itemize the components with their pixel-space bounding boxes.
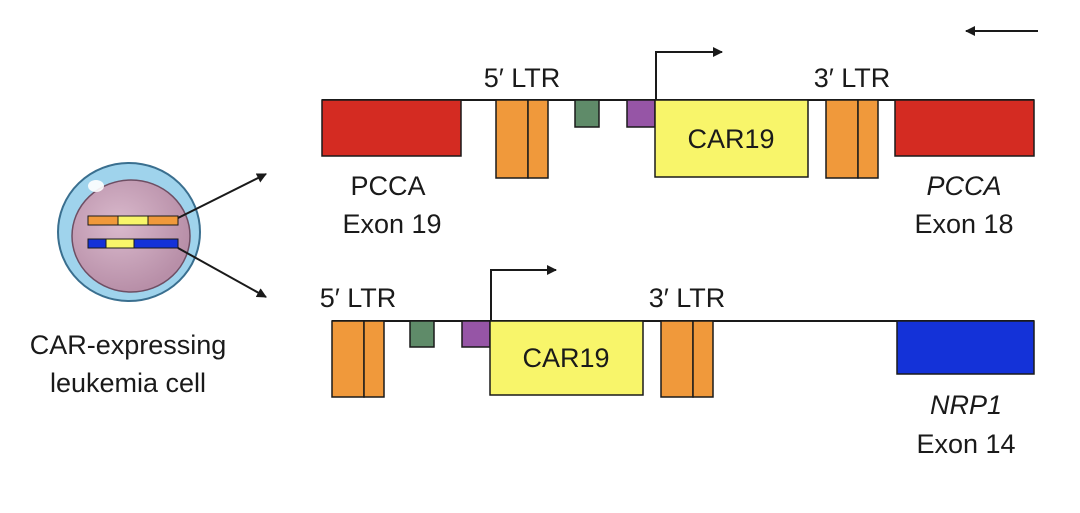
bottom-car19-box: [489, 320, 644, 396]
bottom-purple-element: [461, 320, 491, 348]
top-purple-element: [626, 99, 656, 128]
top-ltr5-box-b: [527, 99, 549, 179]
top-ltr5-box-a: [495, 99, 529, 179]
cell-label-line1: CAR-expressing: [30, 330, 227, 360]
bottom-green-element: [409, 320, 435, 348]
top-construct: CAR19 5′ LTR 3′ LTR PCCA Exon 19 PCCA Ex…: [321, 47, 1035, 239]
chromosome-nrp1-insert: [105, 238, 135, 249]
chromosome-nrp1-left: [87, 238, 107, 249]
bottom-construct: CAR19 5′ LTR 3′ LTR NRP1 Exon 14: [320, 265, 1035, 459]
right-exon-label: Exon 18: [914, 209, 1013, 239]
chromosome-pcca-right: [147, 215, 179, 226]
pcca-exon19-box: [321, 99, 462, 157]
pointer-arrow-bottom: [177, 247, 267, 298]
bottom-ltr3-label: 3′ LTR: [649, 283, 726, 313]
nrp1-exon14-box: [896, 320, 1035, 375]
bottom-ltr5-box-a: [331, 320, 365, 398]
cell-label-line2: leukemia cell: [50, 368, 206, 398]
cell-icon: [57, 162, 201, 302]
right-gene-label: PCCA: [926, 171, 1001, 201]
bottom-ltr3-box-a: [660, 320, 694, 398]
top-ltr3-box-b: [857, 99, 879, 179]
pcca-exon18-box: [894, 99, 1035, 157]
top-ltr3-box-a: [825, 99, 859, 179]
top-green-element: [574, 99, 600, 128]
nrp1-gene-label: NRP1: [930, 390, 1002, 420]
nrp1-exon-label: Exon 14: [916, 429, 1015, 459]
top-ltr3-label: 3′ LTR: [814, 63, 891, 93]
bottom-ltr5-box-b: [363, 320, 385, 398]
top-car19-label: CAR19: [687, 124, 774, 154]
bottom-car19-label: CAR19: [522, 343, 609, 373]
bottom-ltr5-label: 5′ LTR: [320, 283, 397, 313]
bottom-promoter-bent-arrow-icon: [490, 265, 557, 321]
left-exon-label: Exon 19: [342, 209, 441, 239]
chromosome-nrp1-right: [133, 238, 179, 249]
cell-highlight: [88, 180, 104, 192]
pointer-arrow-top: [177, 173, 267, 219]
top-promoter-bent-arrow-icon: [655, 47, 723, 100]
top-car19-box: [654, 99, 809, 178]
chromosome-pcca-left: [87, 215, 119, 226]
chromosome-pcca-insert: [117, 215, 149, 226]
left-gene-label: PCCA: [350, 171, 425, 201]
cell-nucleus: [71, 179, 191, 293]
top-ltr5-label: 5′ LTR: [484, 63, 561, 93]
bottom-ltr3-box-b: [692, 320, 714, 398]
